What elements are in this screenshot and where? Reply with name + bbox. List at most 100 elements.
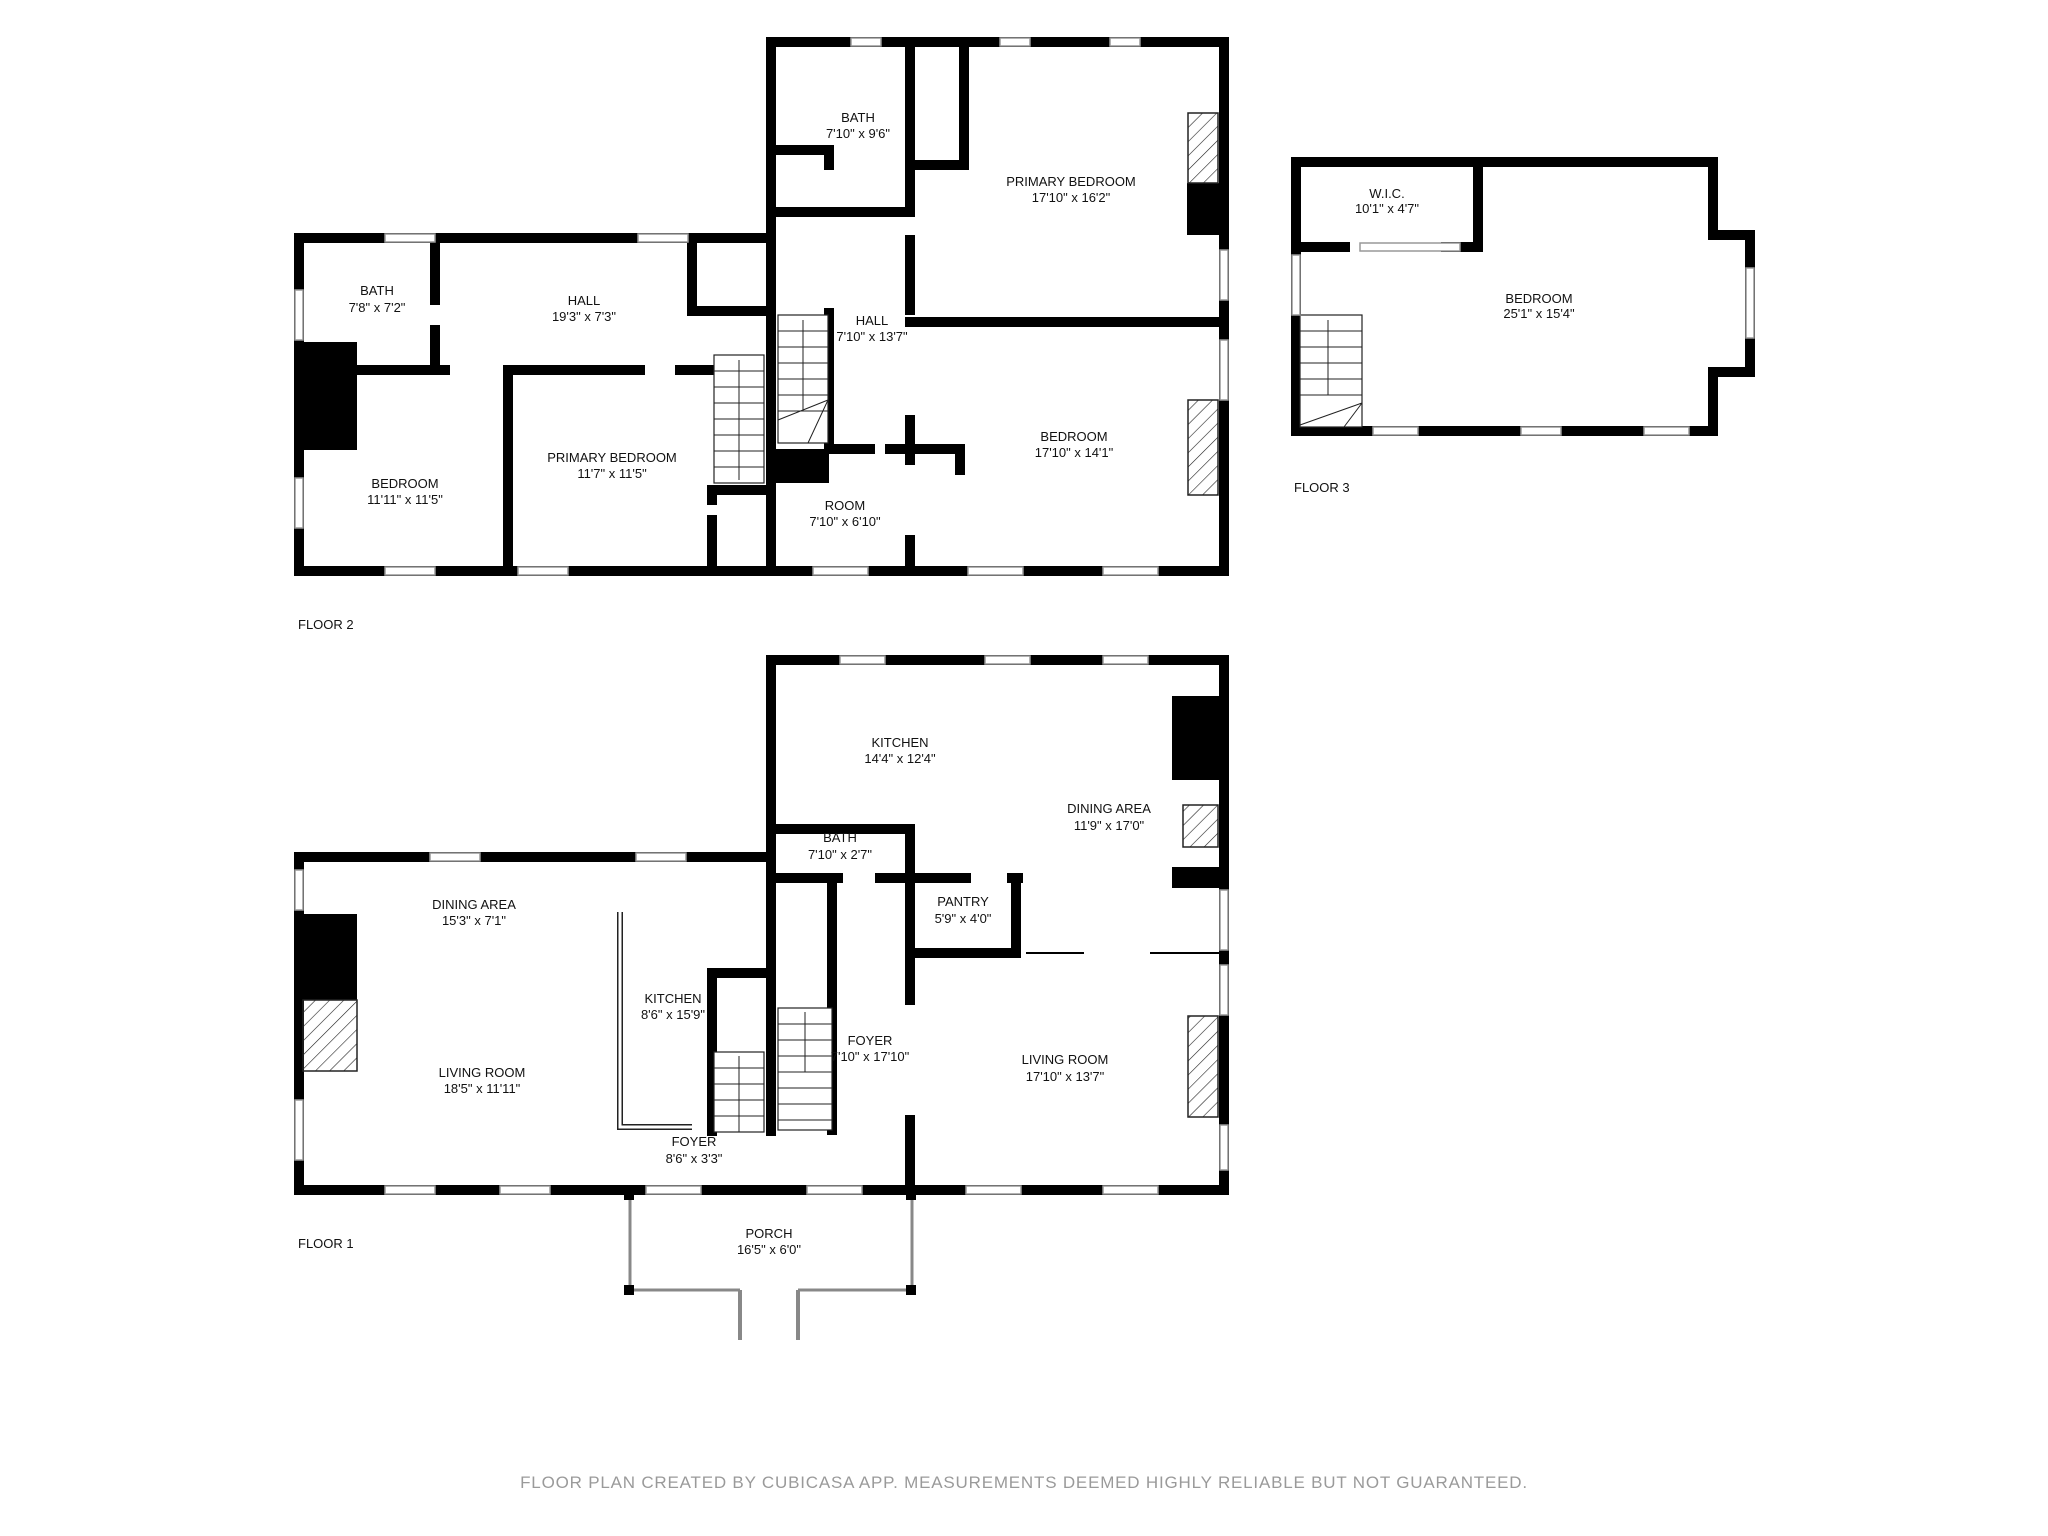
chimney bbox=[771, 449, 829, 483]
window bbox=[517, 566, 569, 576]
room-name: BEDROOM bbox=[371, 476, 438, 491]
window bbox=[1219, 1124, 1229, 1171]
window bbox=[384, 1185, 436, 1195]
fireplace bbox=[302, 999, 358, 1072]
room-name: PRIMARY BEDROOM bbox=[1006, 174, 1136, 189]
room-name: DINING AREA bbox=[432, 897, 516, 912]
window bbox=[967, 566, 1024, 576]
floor-2-labels: BATH 7'8" x 7'2" HALL 19'3" x 7'3" BATH … bbox=[298, 110, 1136, 632]
room-name: KITCHEN bbox=[871, 735, 928, 750]
stairs bbox=[1299, 314, 1363, 428]
room-name: HALL bbox=[568, 293, 601, 308]
room-dims: 8'6" x 3'3" bbox=[666, 1151, 723, 1166]
window bbox=[1102, 1185, 1159, 1195]
floor-2-plan bbox=[294, 37, 1229, 576]
window bbox=[1291, 254, 1301, 316]
stairs bbox=[713, 1051, 765, 1133]
window bbox=[1372, 426, 1419, 436]
window bbox=[1102, 655, 1149, 665]
room-name: BATH bbox=[360, 283, 394, 298]
stairs bbox=[777, 314, 829, 444]
window bbox=[429, 852, 481, 862]
window bbox=[839, 655, 886, 665]
window bbox=[1219, 249, 1229, 301]
fireplace bbox=[1187, 1015, 1219, 1118]
room-name: FOYER bbox=[848, 1033, 893, 1048]
room-dims: 14'4" x 12'4" bbox=[864, 751, 936, 766]
room-dims: 7'10" x 9'6" bbox=[826, 126, 890, 141]
room-name: DINING AREA bbox=[1067, 801, 1151, 816]
kitchen-counter-inner bbox=[618, 912, 692, 1129]
chimney bbox=[299, 342, 357, 450]
window bbox=[384, 233, 436, 243]
floor-label: FLOOR 3 bbox=[1294, 480, 1350, 495]
room-dims: 19'3" x 7'3" bbox=[552, 309, 616, 324]
room-name: FOYER bbox=[672, 1134, 717, 1149]
disclaimer-footer: FLOOR PLAN CREATED BY CUBICASA APP. MEAS… bbox=[520, 1473, 1528, 1492]
room-dims: 11'11" x 11'5" bbox=[367, 492, 443, 507]
window bbox=[384, 566, 436, 576]
room-dims: 25'1" x 15'4" bbox=[1503, 306, 1575, 321]
room-name: ROOM bbox=[825, 498, 865, 513]
room-dims: 5'9" x 4'0" bbox=[935, 911, 992, 926]
fireplace bbox=[1182, 804, 1219, 848]
window bbox=[294, 477, 304, 529]
floor-3-labels: W.I.C. 10'1" x 4'7" BEDROOM 25'1" x 15'4… bbox=[1294, 186, 1575, 495]
window bbox=[294, 289, 304, 341]
fireplace bbox=[1187, 112, 1219, 184]
room-name: BATH bbox=[823, 830, 857, 845]
floor-label: FLOOR 2 bbox=[298, 617, 354, 632]
room-dims: 7'10" x 13'7" bbox=[836, 329, 908, 344]
room-name: KITCHEN bbox=[644, 991, 701, 1006]
room-name: BATH bbox=[841, 110, 875, 125]
window bbox=[1359, 242, 1461, 252]
stairs bbox=[777, 1007, 833, 1131]
room-dims: 15'3" x 7'1" bbox=[442, 913, 506, 928]
window bbox=[1520, 426, 1562, 436]
room-dims: 17'10" x 14'1" bbox=[1035, 445, 1114, 460]
room-name: PRIMARY BEDROOM bbox=[547, 450, 677, 465]
room-dims: 8'6" x 15'9" bbox=[641, 1007, 705, 1022]
window bbox=[635, 852, 687, 862]
room-name: BEDROOM bbox=[1505, 291, 1572, 306]
floor-3-plan bbox=[1291, 157, 1755, 436]
window bbox=[1745, 267, 1755, 339]
room-dims: 7'8" x 7'2" bbox=[349, 300, 406, 315]
window bbox=[1219, 964, 1229, 1016]
window bbox=[637, 233, 689, 243]
room-name: LIVING ROOM bbox=[1022, 1052, 1109, 1067]
window bbox=[1109, 37, 1141, 47]
window bbox=[984, 655, 1031, 665]
chimney bbox=[1187, 183, 1219, 235]
window bbox=[965, 1185, 1022, 1195]
window bbox=[850, 37, 882, 47]
window bbox=[1643, 426, 1690, 436]
chimney bbox=[1172, 867, 1219, 888]
window bbox=[1219, 339, 1229, 401]
room-dims: 17'10" x 13'7" bbox=[1026, 1069, 1105, 1084]
room-dims: 18'5" x 11'11" bbox=[444, 1081, 521, 1096]
stairs bbox=[713, 354, 765, 484]
room-name: W.I.C. bbox=[1369, 186, 1404, 201]
window bbox=[294, 1099, 304, 1161]
porch-outline bbox=[624, 1186, 916, 1340]
room-dims: 7'10" x 6'10" bbox=[809, 514, 881, 529]
room-dims: 11'7" x 11'5" bbox=[577, 466, 647, 481]
room-name: PANTRY bbox=[937, 894, 989, 909]
floor-1-plan bbox=[294, 655, 1229, 1340]
floor-3-outer-wall bbox=[1291, 157, 1755, 436]
room-dims: 16'5" x 6'0" bbox=[737, 1242, 801, 1257]
window bbox=[999, 37, 1031, 47]
chimney bbox=[1172, 696, 1219, 780]
room-dims: 10'1" x 4'7" bbox=[1355, 201, 1419, 216]
room-name: BEDROOM bbox=[1040, 429, 1107, 444]
window bbox=[1102, 566, 1159, 576]
room-name: HALL bbox=[856, 313, 889, 328]
window bbox=[812, 566, 869, 576]
room-dims: 7'10" x 2'7" bbox=[808, 847, 872, 862]
window bbox=[645, 1185, 702, 1195]
fireplace bbox=[1187, 399, 1219, 496]
floor-label: FLOOR 1 bbox=[298, 1236, 354, 1251]
window bbox=[806, 1185, 863, 1195]
